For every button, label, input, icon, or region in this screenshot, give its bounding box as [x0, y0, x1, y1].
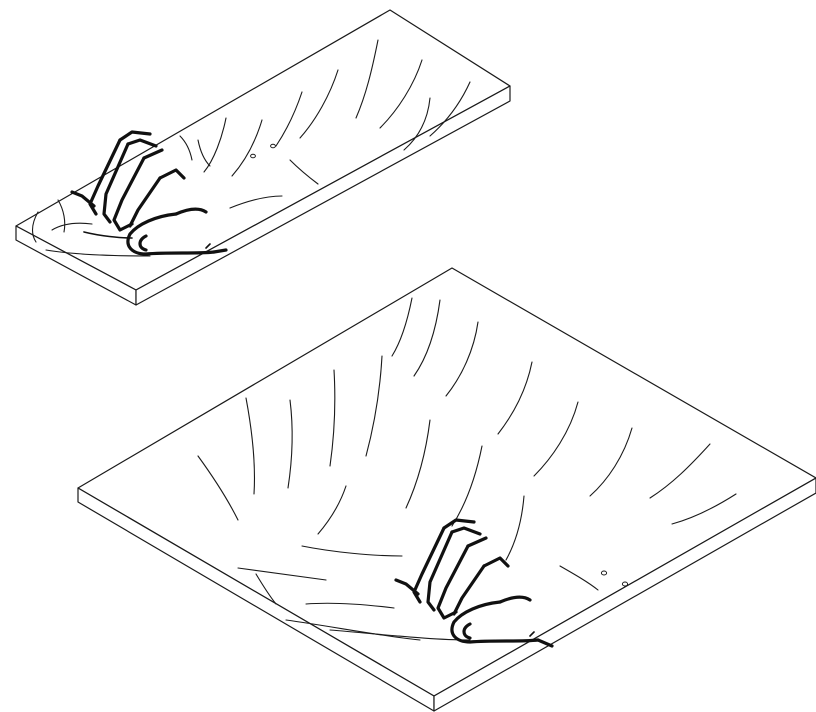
wide-board [78, 268, 816, 711]
narrow-board [16, 10, 510, 305]
hole-marker [622, 582, 627, 586]
hole-marker [271, 144, 276, 148]
wide-board-panel [78, 268, 816, 711]
hole-marker [601, 571, 606, 575]
narrow-board-panel [16, 10, 510, 305]
hole-marker [251, 154, 256, 158]
wide-board-top-face [78, 268, 816, 696]
narrow-board-top-face [16, 10, 510, 290]
